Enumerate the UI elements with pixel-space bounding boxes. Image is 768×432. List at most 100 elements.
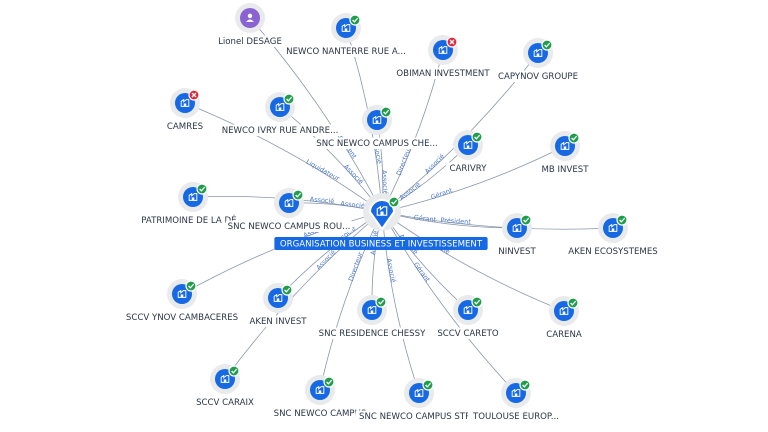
building-icon-door	[344, 28, 348, 32]
node-label-bg	[212, 35, 288, 47]
edge-label: Associé	[398, 181, 422, 202]
edge-line	[381, 145, 566, 213]
building-icon-door	[318, 390, 322, 394]
node-label-bg	[497, 70, 579, 82]
node-label-bg	[216, 124, 344, 136]
active-check-icon	[292, 189, 304, 201]
graph-node-chessy[interactable]: SNC RESIDENCE CHESSY	[316, 295, 428, 339]
building-icon-shape	[463, 305, 473, 314]
check-mark	[522, 382, 529, 388]
graph-node-carivry[interactable]: CARIVRY	[445, 130, 491, 174]
graph-node-caraix[interactable]: SCCV CARAIX	[192, 364, 258, 408]
graph-node-capynov[interactable]: CAPYNOV GROUPE	[497, 38, 579, 82]
building-icon-door	[417, 393, 421, 397]
building-icon-door	[380, 211, 384, 216]
building-icon-door	[276, 298, 280, 302]
graph-node-patrimoine[interactable]: PATRIMOINE DE LA DÉ...	[132, 182, 254, 226]
check-mark	[326, 379, 333, 385]
check-mark	[425, 382, 432, 388]
building-icon-shape	[284, 198, 294, 207]
node-label: SCCV CARAIX	[196, 398, 254, 408]
edge-label: Liquidateur	[305, 158, 341, 183]
building-icon-shape	[341, 23, 351, 32]
node-label-bg	[274, 407, 366, 419]
edge-line	[381, 211, 517, 394]
building-icon-shape	[608, 223, 618, 232]
building-icon-shape	[512, 223, 522, 232]
node-label: SNC NEWCO CAMPUS CHE...	[316, 139, 438, 149]
building-icon-shape	[372, 115, 382, 124]
active-check-icon	[519, 379, 531, 391]
node-label-bg	[544, 328, 584, 340]
edge-line	[381, 211, 565, 312]
node-label: AKEN ECOSYSTEMES	[568, 247, 657, 257]
building-icon-door	[611, 228, 615, 232]
building-icon-door	[515, 228, 519, 232]
node-label-bg	[468, 410, 564, 422]
node-label-bg	[355, 410, 483, 422]
node-label-bg	[282, 45, 410, 57]
active-check-icon	[380, 106, 392, 118]
building-icon-door	[223, 379, 227, 383]
graph-node-campus_b[interactable]: SNC NEWCO CAMPUS	[274, 375, 367, 419]
graph-node-aken_eco[interactable]: AKEN ECOSYSTEMES	[567, 213, 659, 257]
building-icon-door	[191, 197, 195, 201]
node-label: SNC RESIDENCE CHESSY	[319, 329, 426, 339]
active-check-icon	[388, 196, 400, 208]
node-label-bg	[165, 120, 205, 132]
node-label: NEWCO IVRY RUE ANDRE...	[222, 126, 339, 136]
node-label: MB INVEST	[541, 165, 589, 175]
graph-node-toulouse[interactable]: TOULOUSE EUROP...	[468, 378, 564, 422]
graph-node-sccv_ynov[interactable]: SCCV YNOV CAMBACERES	[126, 279, 238, 323]
node-label: Lionel DESAGE	[218, 37, 282, 47]
center-label-bg	[274, 237, 488, 250]
graph-node-center[interactable]: ORGANISATION BUSINESS ET INVESTISSEMENT	[274, 193, 488, 250]
building-icon-shape	[438, 45, 448, 54]
active-check-icon	[283, 93, 295, 105]
node-label-bg	[537, 163, 593, 175]
node-label: CAPYNOV GROUPE	[498, 72, 578, 82]
graph-node-campus_che[interactable]: SNC NEWCO CAMPUS CHE...	[313, 105, 441, 149]
graph-nodes: Lionel DESAGE NEWCO NANTERRE RUE A...OBIM…	[126, 3, 659, 422]
graph-node-mbinvest[interactable]: MB INVEST	[537, 131, 593, 175]
building-icon-door	[562, 311, 566, 315]
building-icon-shape	[220, 374, 230, 383]
graph-node-nanterre[interactable]: NEWCO NANTERRE RUE A...	[282, 13, 410, 57]
edge-line	[381, 211, 614, 230]
check-mark	[284, 287, 291, 293]
building-icon-shape	[273, 293, 283, 302]
building-icon-door	[278, 107, 282, 111]
graph-node-careto[interactable]: SCCV CARETO	[435, 295, 501, 339]
graph-node-obiman[interactable]: OBIMAN INVESTMENT	[395, 35, 491, 79]
node-label: CAMRES	[167, 122, 203, 132]
node-label: NINVEST	[498, 247, 536, 257]
node-label-bg	[395, 67, 491, 79]
graph-node-ninvest[interactable]: NINVEST	[494, 213, 540, 257]
building-icon-shape	[376, 205, 388, 216]
node-label-bg	[225, 220, 353, 232]
building-icon-door	[287, 203, 291, 207]
graph-node-camres[interactable]: CAMRES	[165, 88, 205, 132]
graph-node-campus_rou[interactable]: SNC NEWCO CAMPUS ROU...	[225, 188, 353, 232]
edge-line	[381, 211, 469, 311]
node-label-bg	[192, 396, 258, 408]
graph-node-carena[interactable]: CARENA	[544, 296, 584, 340]
graph-node-ivry[interactable]: NEWCO IVRY RUE ANDRE...	[216, 92, 344, 136]
active-check-icon	[375, 296, 387, 308]
building-icon-door	[466, 310, 470, 314]
check-mark	[391, 199, 398, 205]
node-label-bg	[126, 311, 238, 323]
check-mark	[188, 283, 195, 289]
edge-label: Directeur	[347, 251, 365, 283]
building-icon-shape	[177, 289, 187, 298]
node-label-bg	[316, 327, 428, 339]
graph-node-aken_inv[interactable]: AKEN INVEST	[245, 283, 311, 327]
graph-node-lionel[interactable]: Lionel DESAGE	[212, 3, 288, 47]
graph-node-campus_str[interactable]: SNC NEWCO CAMPUS STR...	[355, 378, 483, 422]
node-label-bg	[567, 245, 659, 257]
edge-label: Associé	[380, 170, 389, 195]
edge-line	[224, 211, 383, 380]
node-label: NEWCO NANTERRE RUE A...	[286, 47, 406, 57]
node-label-bg	[494, 245, 540, 257]
